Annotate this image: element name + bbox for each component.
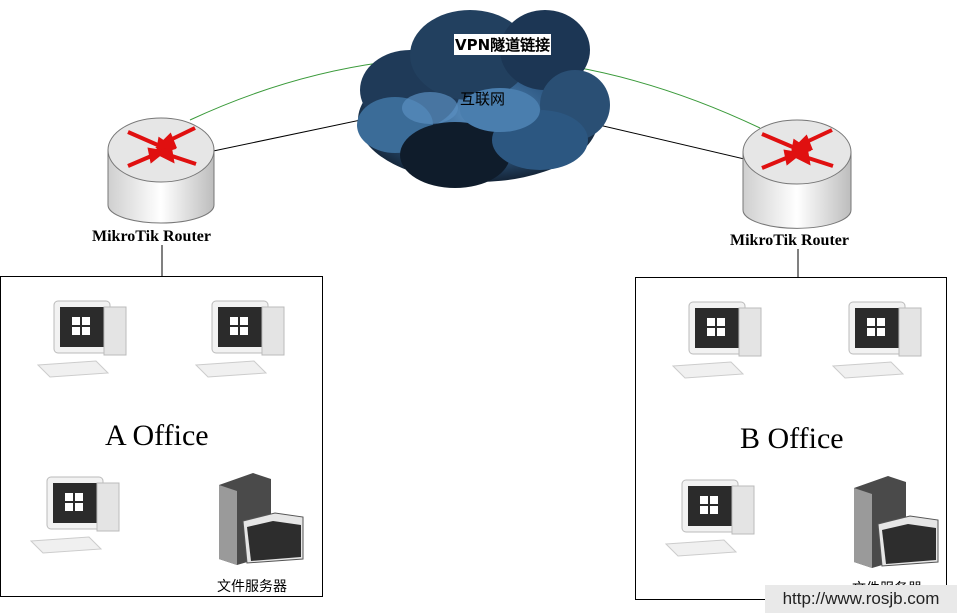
- computer-icon: [29, 476, 120, 554]
- office-b-label: B Office: [740, 422, 844, 455]
- computer-icon: [664, 479, 755, 557]
- internet-label: 互联网: [460, 90, 506, 108]
- computer-icon: [671, 301, 762, 379]
- router-a-label: MikroTik Router: [92, 228, 211, 245]
- file-server-label: 文件服务器: [217, 579, 287, 595]
- watermark-url: http://www.rosjb.com: [765, 585, 957, 613]
- computer-icon: [831, 301, 922, 379]
- router-b-label: MikroTik Router: [730, 232, 849, 249]
- office-b-box: B Office 文件服务器: [635, 277, 947, 600]
- router-b-icon: [742, 119, 852, 229]
- computer-icon: [194, 300, 285, 378]
- file-server-icon: [219, 473, 304, 565]
- office-a-box: A Office 文件服务器: [0, 276, 323, 597]
- computer-icon: [36, 300, 127, 378]
- office-a-label: A Office: [105, 419, 209, 452]
- file-server-icon: [854, 476, 939, 568]
- vpn-tunnel-label: VPN隧道链接: [454, 34, 552, 55]
- router-a-icon: [107, 117, 215, 224]
